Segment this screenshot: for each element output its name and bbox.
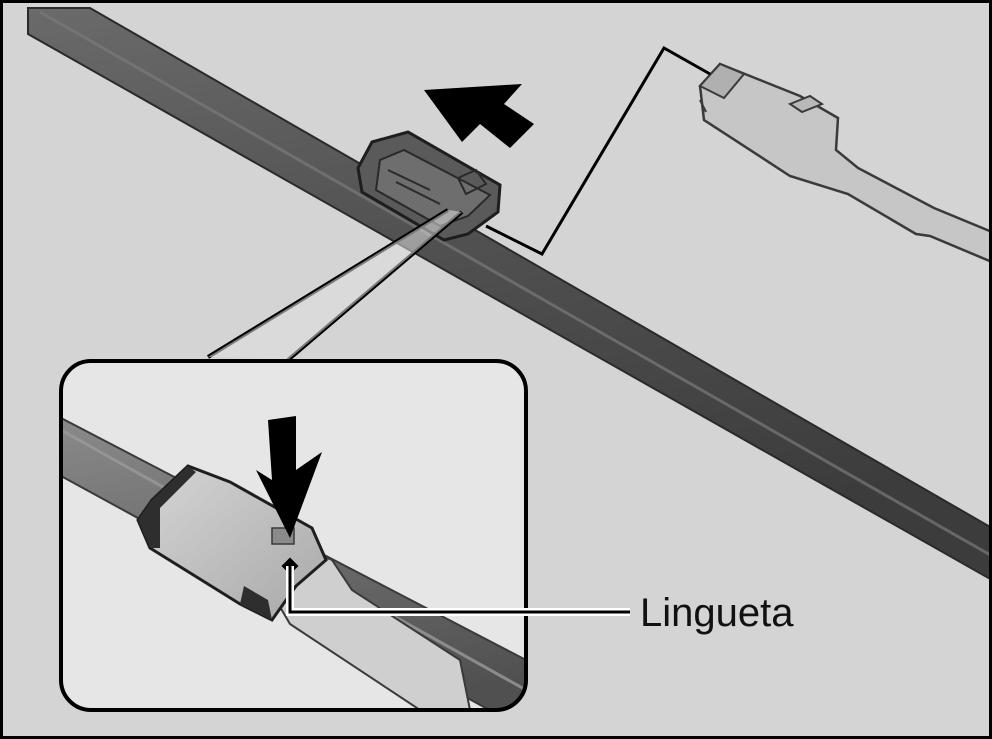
wiper-blade (27, 7, 992, 582)
tab-callout (281, 557, 630, 616)
wiper-arm-adapter (698, 62, 992, 264)
arrow-left-icon (424, 84, 534, 148)
arrow-down-icon (256, 416, 322, 538)
tab-label: Lingueta (640, 591, 794, 635)
adapter-leader-line (485, 45, 711, 256)
inset-detail (59, 359, 528, 712)
blade-adapter-clip (356, 130, 502, 242)
